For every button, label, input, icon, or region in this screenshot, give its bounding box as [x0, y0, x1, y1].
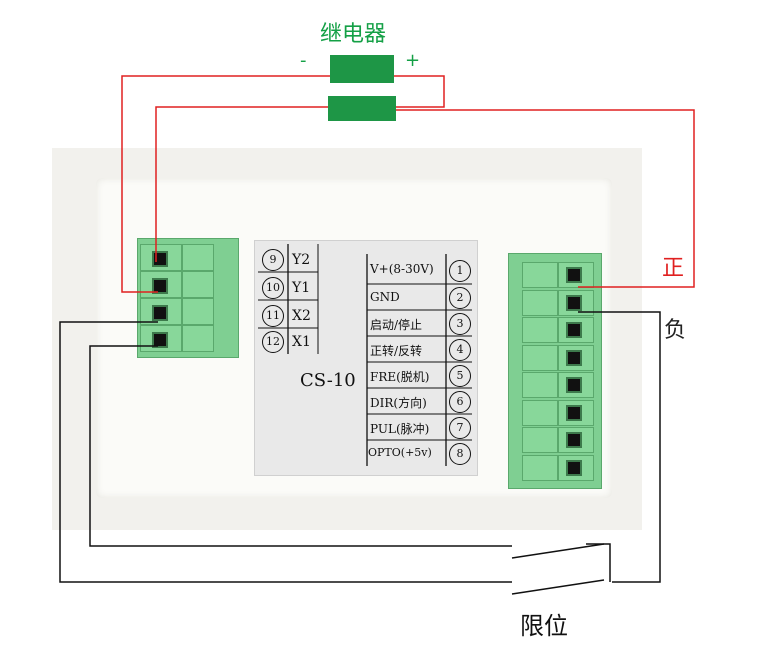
left-terminal-cell — [182, 298, 214, 325]
x1-limit-wire — [89, 345, 512, 547]
left-terminal-cell — [182, 271, 214, 298]
input-pin-number: 1 — [449, 260, 471, 282]
input-pin-number: 7 — [449, 417, 471, 439]
terminal-screw-hole — [566, 294, 582, 311]
limit-switch-lever — [511, 543, 605, 559]
x2-limit-wire — [59, 321, 512, 583]
negative-label: 负 — [664, 318, 687, 343]
terminal-screw-hole — [152, 332, 168, 348]
positive-supply-wire — [396, 109, 695, 288]
output-pin-number: 11 — [262, 305, 284, 327]
relay-contact — [328, 96, 396, 121]
relay-minus-label: - — [300, 50, 307, 71]
relay-minus-wire — [121, 75, 330, 293]
relay-title: 继电器 — [320, 22, 387, 47]
right-terminal-cell — [522, 262, 558, 288]
left-terminal-cell — [182, 325, 214, 352]
right-terminal-cell — [522, 289, 558, 316]
input-pin-label: PUL(脉冲) — [370, 422, 430, 436]
output-pin-number: 10 — [262, 277, 284, 299]
input-pin-number: 2 — [449, 287, 471, 309]
terminal-screw-hole — [566, 349, 582, 366]
output-code: X2 — [292, 308, 311, 324]
input-pin-label: FRE(脱机) — [370, 370, 430, 384]
limit-switch-common — [586, 543, 611, 582]
input-pin-number: 6 — [449, 391, 471, 413]
output-pin-number: 12 — [262, 331, 284, 353]
negative-supply-wire — [578, 311, 661, 583]
label-plate — [254, 240, 478, 476]
limit-switch-label: 限位 — [520, 612, 568, 640]
relay-contact-wire — [155, 106, 328, 262]
model-number: CS-10 — [300, 370, 356, 391]
terminal-screw-hole — [566, 267, 582, 283]
left-terminal-cell — [182, 244, 214, 271]
output-pin-number: 9 — [262, 249, 284, 271]
right-terminal-cell — [522, 454, 558, 481]
terminal-screw-hole — [152, 278, 168, 294]
right-terminal-cell — [522, 344, 558, 371]
output-code: Y1 — [292, 280, 311, 296]
input-pin-number: 5 — [449, 365, 471, 387]
positive-label: 正 — [662, 256, 685, 281]
input-pin-number: 4 — [449, 339, 471, 361]
right-terminal-cell — [522, 317, 558, 343]
input-pin-label: V+(8-30V) — [370, 262, 434, 276]
terminal-screw-hole — [152, 305, 168, 321]
terminal-screw-hole — [566, 377, 582, 393]
input-pin-number: 3 — [449, 313, 471, 335]
terminal-screw-hole — [566, 322, 582, 338]
relay-coil — [330, 55, 394, 83]
terminal-screw-hole — [566, 432, 582, 448]
terminal-screw-hole — [566, 404, 582, 421]
input-pin-label: GND — [370, 290, 400, 304]
input-pin-label: OPTO(+5v) — [368, 446, 432, 459]
right-terminal-cell — [522, 427, 558, 453]
relay-plus-wire — [394, 75, 445, 108]
relay-plus-label: + — [405, 50, 421, 71]
right-terminal-cell — [522, 372, 558, 398]
input-pin-label: 启动/停止 — [370, 318, 423, 332]
output-code: Y2 — [292, 252, 311, 268]
input-pin-number: 8 — [449, 443, 471, 465]
right-terminal-cell — [522, 399, 558, 426]
output-code: X1 — [292, 334, 311, 350]
input-pin-label: DIR(方向) — [370, 396, 427, 410]
terminal-screw-hole — [566, 459, 582, 476]
input-pin-label: 正转/反转 — [370, 344, 423, 358]
limit-switch-lever — [511, 579, 605, 595]
